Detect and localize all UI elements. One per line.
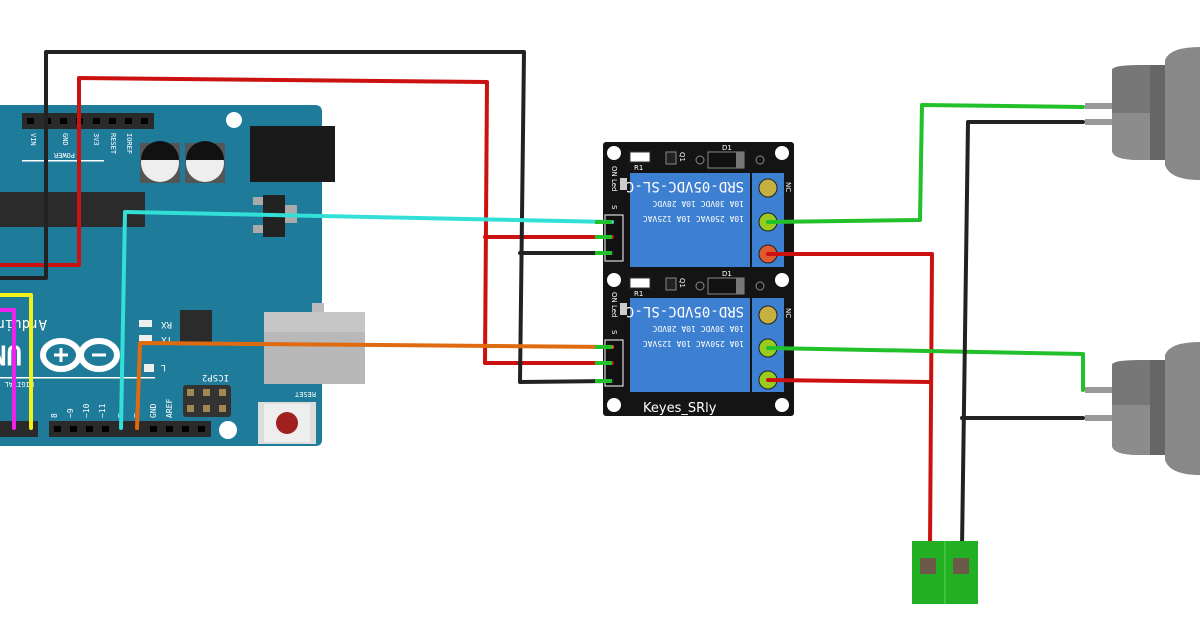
arduino-logo-icon xyxy=(40,338,120,372)
pin-label: GND xyxy=(149,403,158,418)
digital-header-left xyxy=(0,421,38,437)
tx-label: TX xyxy=(161,334,172,344)
d1-label: D1 xyxy=(722,144,732,152)
relay-module: R1 Q1 D1 SRD-05VDC-SL-C 10A 30VDC 10A 28… xyxy=(603,142,794,416)
relay-rating: 10A 30VDC 10A 28VDC xyxy=(652,324,744,333)
wire-red-vcc xyxy=(0,76,614,365)
led-tx xyxy=(139,335,152,342)
pin-label-gnd: GND xyxy=(61,133,69,146)
wire-orange-signal xyxy=(135,341,614,430)
on-led-label: ON Led xyxy=(610,166,618,192)
q1-label: Q1 xyxy=(678,152,686,162)
load-device-2 xyxy=(1085,342,1200,475)
load-device-1 xyxy=(1085,47,1200,180)
wire-red-supply-2 xyxy=(766,378,932,384)
rx-label: RX xyxy=(161,319,172,329)
power-terminal-block[interactable] xyxy=(912,541,978,604)
pin-label: ~10 xyxy=(82,403,91,418)
icsp-label: ICSP2 xyxy=(202,372,229,382)
wire-cyan-signal xyxy=(119,210,614,430)
model-label: UNO xyxy=(0,339,22,369)
relay-model-label: SRD-05VDC-SL-C xyxy=(626,303,744,319)
s-label: S xyxy=(610,330,618,335)
nc-screw-terminal[interactable] xyxy=(758,178,778,198)
r1-label: R1 xyxy=(634,290,643,298)
on-led xyxy=(620,303,627,315)
q1-label: Q1 xyxy=(678,278,686,288)
on-led xyxy=(620,178,627,190)
arduino-board: VIN GND 3V3 RESET IOREF POWER Arduino xyxy=(0,105,365,446)
relay-rating: 10A 250VAC 10A 125VAC xyxy=(643,339,744,348)
capacitor xyxy=(185,141,225,183)
led-rx xyxy=(139,320,152,327)
usb-port xyxy=(264,303,365,384)
relay-model-label: SRD-05VDC-SL-C xyxy=(626,178,744,194)
s-label: S xyxy=(610,205,618,210)
pin-label-ioref: IOREF xyxy=(125,133,133,154)
reset-label: RESET xyxy=(294,390,316,398)
r1-label: R1 xyxy=(634,164,643,172)
wires xyxy=(0,50,1085,550)
relay-rating: 10A 30VDC 10A 28VDC xyxy=(652,199,744,208)
wire-yellow xyxy=(0,293,33,430)
mounting-hole xyxy=(226,112,242,128)
mounting-hole xyxy=(219,421,237,439)
relay-rating: 10A 250VAC 10A 125VAC xyxy=(643,214,744,223)
module-name: Keyes_SRly xyxy=(643,401,717,416)
pin-label: AREF xyxy=(165,399,174,418)
wire-black-gnd xyxy=(0,50,614,384)
pin-label-reset: RESET xyxy=(109,133,117,155)
nc-label: NC xyxy=(784,308,792,318)
capacitor xyxy=(140,141,180,183)
pin-label: 8 xyxy=(50,413,59,418)
on-led-label: ON Led xyxy=(610,292,618,318)
pin-label: ~ xyxy=(114,413,123,418)
wire-magenta xyxy=(0,308,16,430)
reset-button[interactable] xyxy=(258,402,316,444)
pin-label: ~ xyxy=(130,413,139,418)
nc-label: NC xyxy=(784,182,792,192)
digital-label: DIGITAL xyxy=(4,380,34,388)
power-jack xyxy=(250,126,335,182)
d1-label: D1 xyxy=(722,270,732,278)
pin-label-vin: VIN xyxy=(29,133,37,146)
wire-green-load-1 xyxy=(766,103,1085,224)
arduino-brand: Arduino xyxy=(0,316,47,332)
led-l xyxy=(144,364,154,372)
pin-label: ~9 xyxy=(66,408,75,418)
usb-chip xyxy=(180,310,212,342)
microcontroller-chip xyxy=(0,192,145,227)
nc-screw-terminal[interactable] xyxy=(758,305,778,325)
wire-green-load-2 xyxy=(766,346,1085,392)
wire-black-return xyxy=(960,120,1085,550)
wire-red-supply-1 xyxy=(766,252,934,550)
pin-label: ~11 xyxy=(98,403,107,418)
power-label: POWER xyxy=(53,151,75,159)
digital-header xyxy=(49,421,211,437)
l-label: L xyxy=(161,362,166,372)
pin-label-3v3: 3V3 xyxy=(92,133,100,146)
power-header xyxy=(22,113,154,129)
